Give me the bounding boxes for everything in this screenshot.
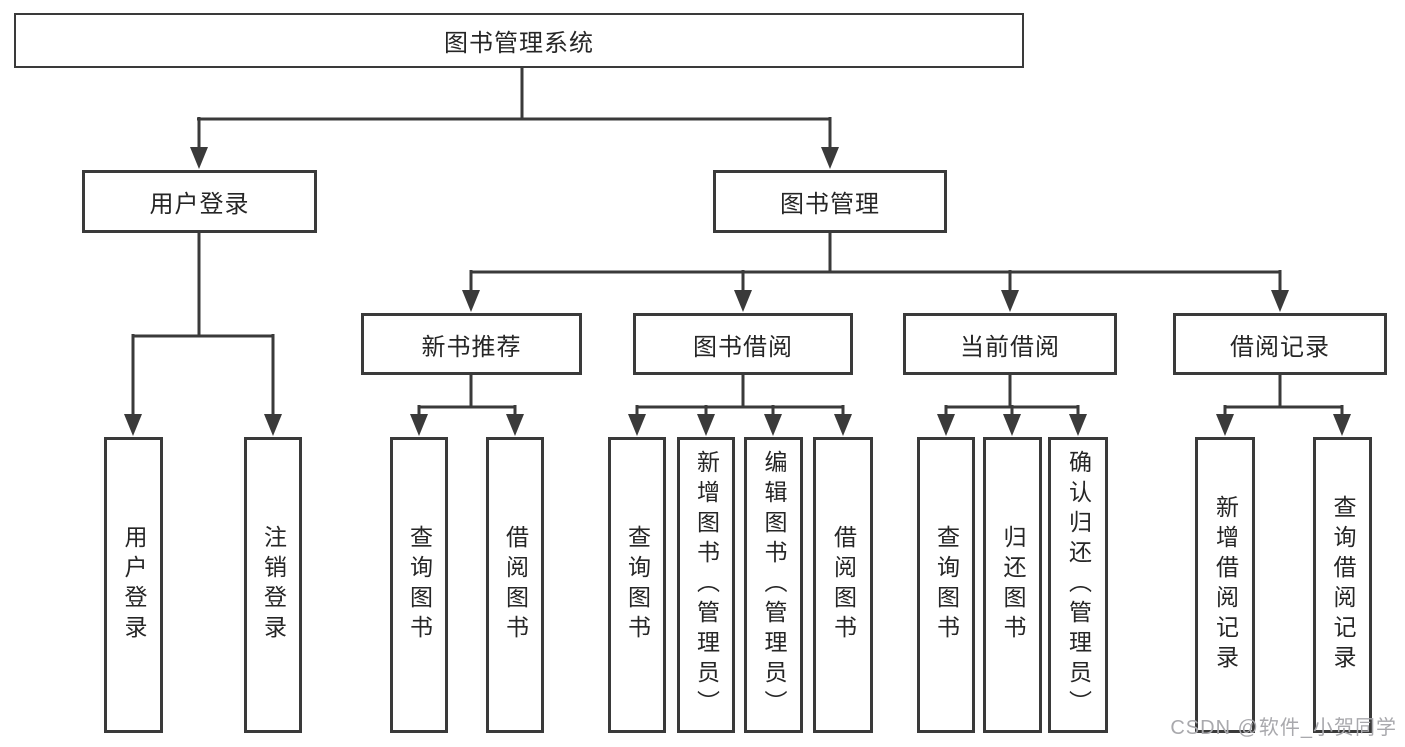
node-book-borrow: 图书借阅 [633,313,853,375]
leaf-rec-borrow-books-label: 借阅图书 [502,525,529,645]
leaf-rec-query-books-label: 查询图书 [406,525,433,645]
node-root-system-label: 图书管理系统 [444,30,594,57]
leaf-borrow-query-books: 查询图书 [608,437,666,733]
node-current-borrow: 当前借阅 [903,313,1117,375]
leaf-records-query-record: 查询借阅记录 [1313,437,1372,733]
leaf-user-login: 用户登录 [104,437,163,733]
leaf-logout: 注销登录 [244,437,302,733]
node-current-borrow-label: 当前借阅 [960,333,1060,361]
connector-paths [131,66,1344,416]
node-new-book-recommend-label: 新书推荐 [421,333,522,361]
csdn-watermark: CSDN @软件_小贺同学 [1170,717,1397,739]
leaf-borrow-edit-books-admin-label: 编辑图书（管理员） [761,450,787,720]
leaf-rec-query-books: 查询图书 [390,437,448,733]
leaf-borrow-add-books-admin: 新增图书（管理员） [677,437,735,733]
node-new-book-recommend: 新书推荐 [361,313,582,375]
leaf-borrow-borrow-books-label: 借阅图书 [830,525,857,645]
node-book-management: 图书管理 [713,170,947,233]
leaf-records-add-record-label: 新增借阅记录 [1212,495,1239,675]
leaf-current-query-books: 查询图书 [917,437,975,733]
node-borrow-records: 借阅记录 [1173,313,1387,375]
leaf-logout-label: 注销登录 [260,525,287,645]
leaf-current-confirm-return-admin-label: 确认归还（管理员） [1065,450,1092,720]
node-book-management-label: 图书管理 [780,191,880,218]
leaf-current-query-books-label: 查询图书 [933,525,960,645]
leaf-borrow-edit-books-admin: 编辑图书（管理员） [744,437,803,733]
node-root-system: 图书管理系统 [14,13,1024,68]
leaf-borrow-query-books-label: 查询图书 [624,525,651,645]
arrowheads [124,147,1351,436]
leaf-current-confirm-return-admin: 确认归还（管理员） [1048,437,1108,733]
leaf-current-return-books-label: 归还图书 [1000,525,1026,645]
leaf-borrow-borrow-books: 借阅图书 [813,437,873,733]
node-user-login-label: 用户登录 [149,191,250,218]
leaf-user-login-label: 用户登录 [121,525,147,645]
node-book-borrow-label: 图书借阅 [693,333,793,361]
node-borrow-records-label: 借阅记录 [1230,333,1330,361]
leaf-records-add-record: 新增借阅记录 [1195,437,1255,733]
node-user-login: 用户登录 [82,170,317,233]
leaf-current-return-books: 归还图书 [983,437,1042,733]
leaf-records-query-record-label: 查询借阅记录 [1330,495,1356,675]
leaf-borrow-add-books-admin-label: 新增图书（管理员） [693,450,720,720]
leaf-rec-borrow-books: 借阅图书 [486,437,544,733]
